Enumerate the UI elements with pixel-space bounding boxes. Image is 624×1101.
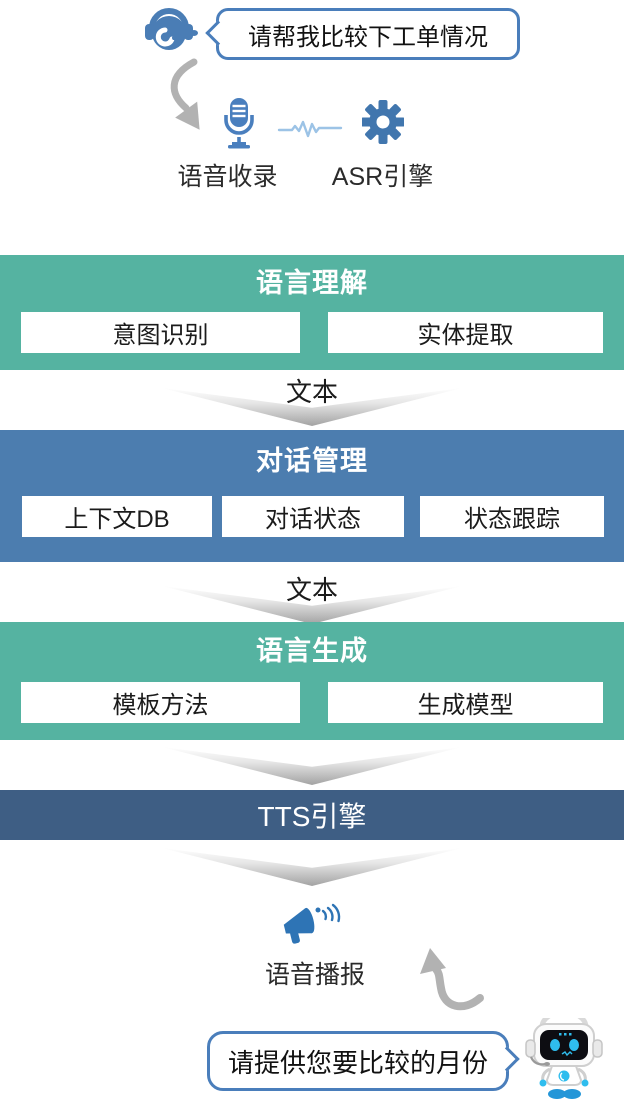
nlg-block: 语言生成 模板方法 生成模型 — [0, 622, 624, 740]
flow-label-text-2: 文本 — [285, 575, 338, 605]
state-tracking-box: 状态跟踪 — [420, 496, 604, 537]
nlu-block-title: 语言理解 — [256, 268, 368, 298]
nlu-block: 语言理解 意图识别 实体提取 — [0, 255, 624, 370]
context-db-box: 上下文DB — [22, 496, 212, 537]
asr-engine-label: ASR引擎 — [331, 163, 434, 191]
headset-icon — [138, 4, 200, 60]
chevron-arrow-down-icon — [162, 747, 462, 785]
waveform-icon — [277, 117, 343, 141]
tts-engine-label: TTS引擎 — [257, 801, 367, 832]
gear-icon — [362, 98, 404, 146]
tts-engine-bar: TTS引擎 — [0, 790, 624, 840]
bot-reply-bubble: 请提供您要比较的月份 — [207, 1031, 520, 1091]
microphone-icon — [219, 97, 259, 150]
intent-recognition-box: 意图识别 — [21, 312, 300, 353]
curved-arrow-down-icon — [152, 56, 216, 138]
dialogue-management-title: 对话管理 — [256, 446, 368, 476]
curved-arrow-up-icon — [386, 946, 488, 1014]
template-method-box: 模板方法 — [21, 682, 300, 723]
user-query-text: 请帮我比较下工单情况 — [248, 23, 488, 51]
robot-icon — [512, 1018, 616, 1101]
entity-extraction-box: 实体提取 — [328, 312, 603, 353]
generative-model-box: 生成模型 — [328, 682, 603, 723]
dialogue-state-box: 对话状态 — [222, 496, 404, 537]
dialogue-management-block: 对话管理 上下文DB 对话状态 状态跟踪 — [0, 430, 624, 562]
user-query-bubble: 请帮我比较下工单情况 — [205, 8, 520, 60]
nlg-block-title: 语言生成 — [256, 636, 368, 666]
chevron-arrow-down-icon — [162, 848, 462, 886]
voice-capture-label: 语音收录 — [177, 163, 278, 191]
bubble-tail — [205, 20, 231, 46]
megaphone-icon — [282, 901, 344, 947]
flow-label-text-1: 文本 — [285, 377, 338, 407]
voice-broadcast-label: 语音播报 — [264, 961, 365, 989]
bot-reply-text: 请提供您要比较的月份 — [227, 1047, 488, 1078]
